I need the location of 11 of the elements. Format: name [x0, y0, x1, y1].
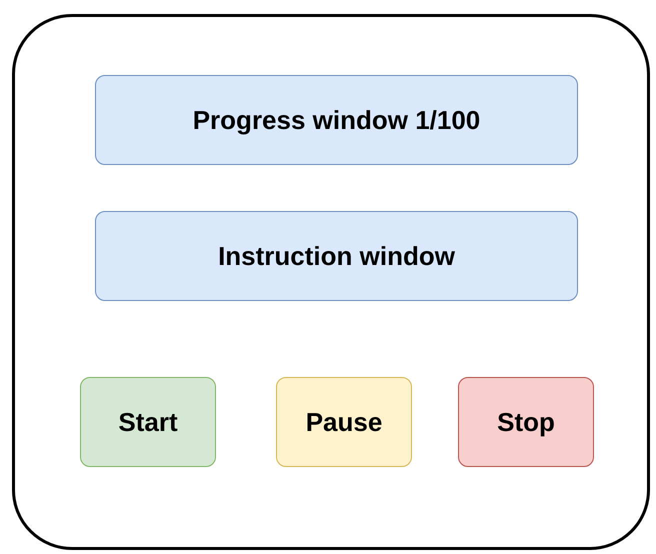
label-text: Pause	[306, 406, 382, 438]
instruction-panel	[95, 211, 578, 301]
progress-panel	[95, 75, 578, 165]
label-text: Instruction window	[218, 240, 455, 272]
label-text: Start	[118, 406, 178, 438]
stop-button	[458, 377, 594, 467]
device-frame	[12, 14, 650, 550]
pause-button	[276, 377, 412, 467]
label-text: Stop	[497, 406, 555, 438]
label-text: Progress window 1/100	[192, 104, 480, 136]
start-button	[80, 377, 216, 467]
